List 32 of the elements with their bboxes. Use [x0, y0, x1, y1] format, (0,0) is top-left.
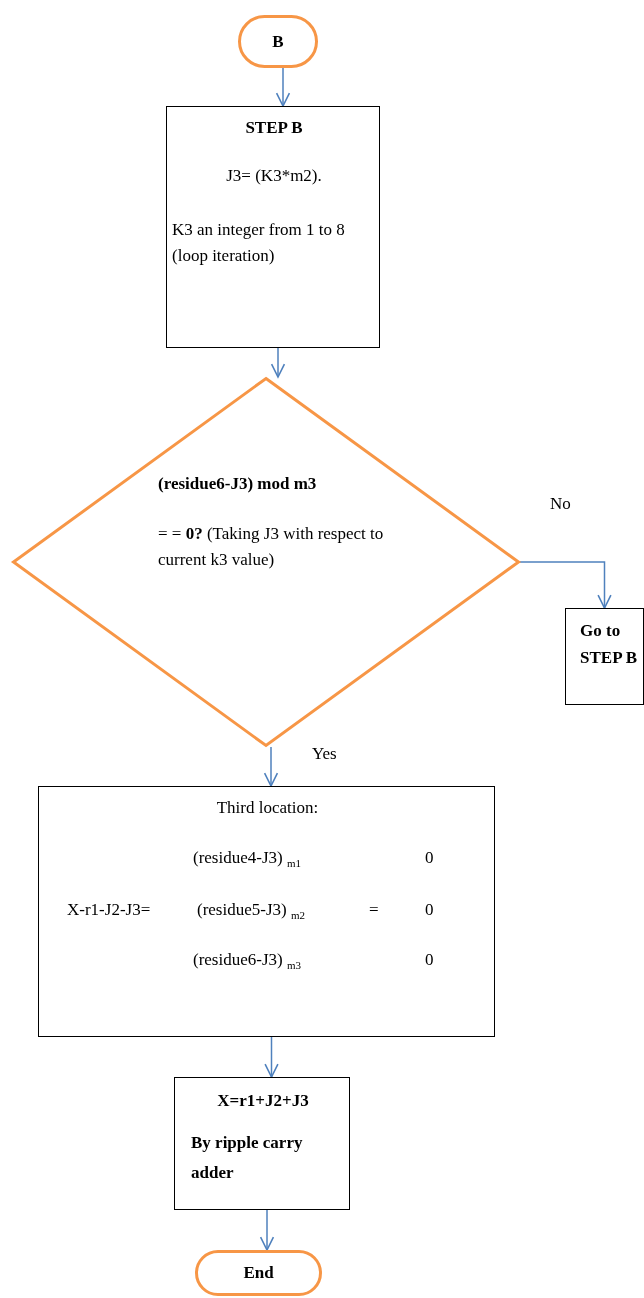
equation-term: X-r1-J2-J3= [67, 899, 152, 921]
arrow [519, 561, 612, 609]
node-text: K3 an integer from 1 to 8 (loop iteration) [172, 219, 346, 267]
process-box [38, 786, 495, 1037]
node-text: B [271, 31, 285, 53]
equation-term: 0 [425, 899, 435, 921]
arrow [263, 746, 279, 787]
node-text: (residue6-J3) mod m3 [158, 473, 318, 495]
node-text: End [242, 1262, 275, 1284]
process-box [174, 1077, 350, 1210]
arrow [259, 1209, 275, 1251]
arrow [270, 347, 286, 378]
decision-diamond [12, 377, 520, 747]
equation-term: (residue5-J3) $_{m2}$ [197, 899, 306, 924]
equation-term: 0 [425, 949, 435, 971]
arrow [264, 1036, 279, 1078]
arrow [275, 67, 291, 107]
node-text: By ripple carry adder [191, 1132, 304, 1184]
node-text: = = 0? (Taking J3 with respect to current k3 value) [158, 523, 385, 571]
node-text: Go to STEP B [580, 620, 639, 670]
node-text: J3= (K3*m2). [225, 165, 323, 187]
start-terminal [238, 15, 318, 68]
equation-term: = [369, 899, 380, 921]
node-text: Third location: [215, 797, 320, 819]
equation-term: (residue4-J3) $_{m1}$ [193, 847, 302, 872]
node-text: X=r1+J2+J3 [216, 1090, 310, 1112]
equation-term: 0 [425, 847, 435, 869]
process-box [565, 608, 644, 705]
equation-term: (residue6-J3) $_{m3}$ [193, 949, 302, 974]
end-terminal [195, 1250, 322, 1296]
node-text: STEP B [244, 117, 304, 139]
process-box [166, 106, 380, 348]
